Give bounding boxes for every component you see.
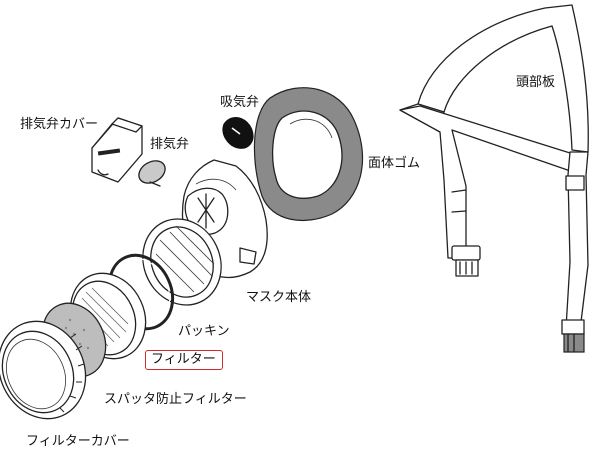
label-spatter-filter: スパッタ防止フィルター [104, 392, 247, 407]
mask-body-part [142, 159, 268, 306]
label-face-rubber: 面体ゴム [368, 156, 421, 171]
exhaust-valve-cover-part [91, 117, 143, 183]
label-exhaust-valve: 排気弁 [150, 137, 190, 152]
face-rubber-part [253, 87, 364, 221]
label-filter-cover: フィルターカバー [26, 434, 130, 449]
label-filter[interactable]: フィルター [145, 350, 223, 370]
inhalation-valve-part [222, 116, 254, 149]
exhaust-valve-part [138, 160, 166, 187]
label-exhaust-valve-cover: 排気弁カバー [20, 117, 99, 132]
label-mask-body: マスク本体 [246, 290, 312, 305]
label-inhalation-valve: 吸気弁 [220, 95, 260, 110]
label-gasket: パッキン [178, 324, 230, 339]
label-head-strap: 頭部板 [516, 75, 556, 90]
filter-cover-part [0, 320, 87, 420]
head-strap-part [399, 4, 589, 353]
